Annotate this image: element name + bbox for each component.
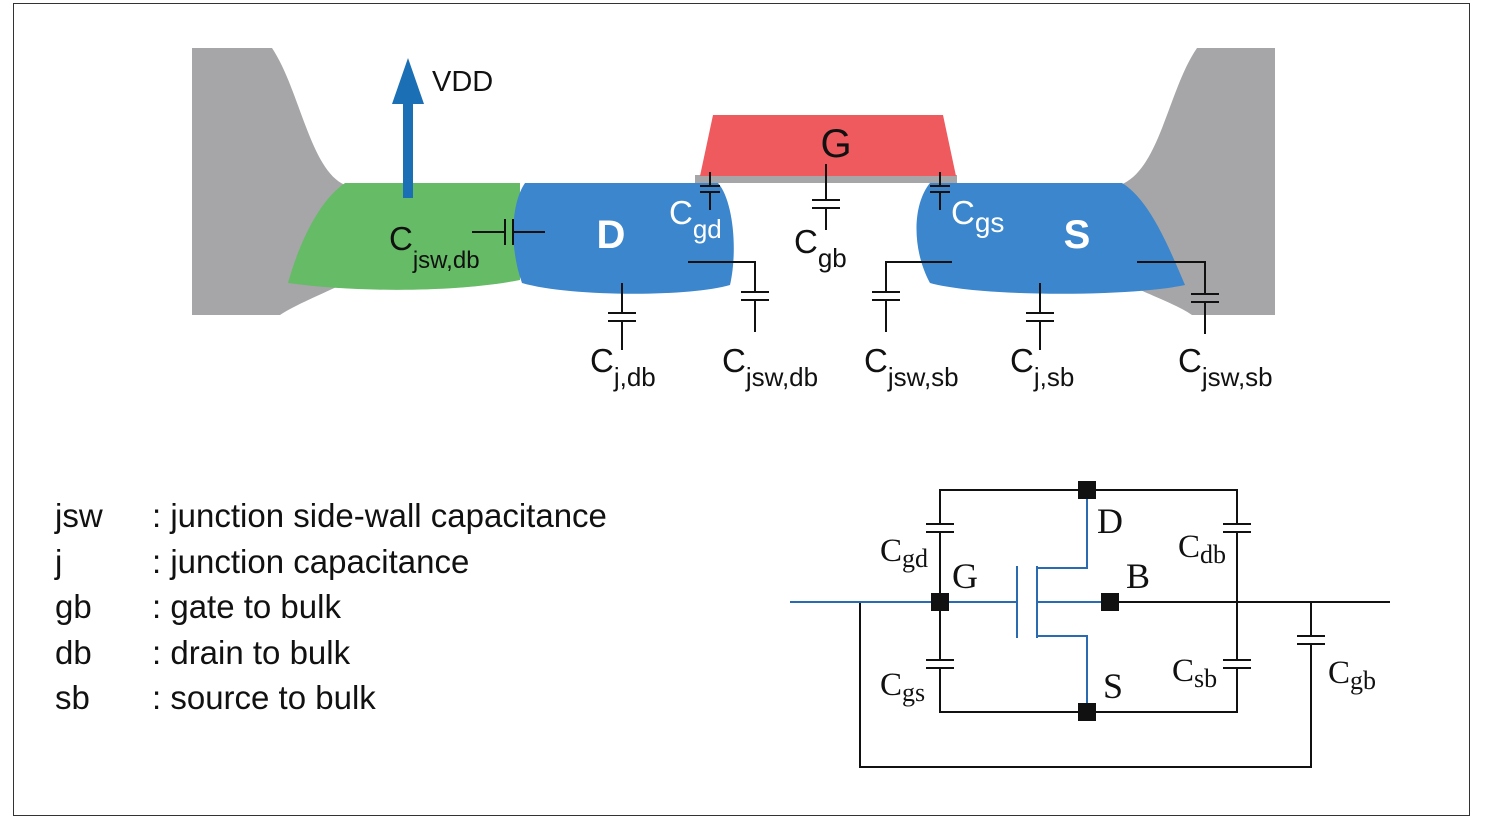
node-s-terminal xyxy=(1078,703,1096,721)
gate-region xyxy=(700,115,956,176)
legend-desc: : gate to bulk xyxy=(152,588,341,625)
schematic-wiring xyxy=(790,489,1390,768)
legend-desc: : junction side-wall capacitance xyxy=(152,497,607,534)
vdd-label: VDD xyxy=(432,66,493,98)
cap-cj-db-symbol xyxy=(608,283,636,350)
cap-cjsw-db-symbol xyxy=(688,261,769,332)
legend-term: sb xyxy=(55,679,90,716)
cap-cjsw-sb-label: Cjsw,sb xyxy=(864,342,959,392)
cap-cgb-symbol xyxy=(812,164,840,230)
cap-cjsw-sb-symbol xyxy=(872,261,952,332)
drain-label: D xyxy=(597,213,626,257)
cap-cjsw-db-left-label: Cjsw,db xyxy=(389,220,480,274)
source-label: S xyxy=(1064,213,1091,257)
sch-cdb-label: Cdb xyxy=(1178,529,1226,569)
cap-cjsw-sb-right-label: Cjsw,sb xyxy=(1178,342,1273,392)
node-s-label: S xyxy=(1103,666,1123,706)
cap-cgb-label: Cgb xyxy=(794,223,847,273)
source-diffusion xyxy=(916,183,1185,294)
legend-desc: : source to bulk xyxy=(152,679,376,716)
legend-desc: : junction capacitance xyxy=(152,542,470,580)
cap-cgs-label: Cgs xyxy=(951,194,1004,238)
sch-cgs-label: Cgs xyxy=(880,667,925,707)
cap-cgd-label: Cgd xyxy=(669,194,722,244)
cap-cj-db-label: Cj,db xyxy=(590,342,656,392)
cap-cgd-symbol xyxy=(700,172,720,210)
legend-term: jsw xyxy=(55,497,103,534)
cap-cgs-symbol xyxy=(930,172,950,210)
drain-diffusion xyxy=(513,183,734,294)
legend-row: sb : source to bulk xyxy=(55,675,607,721)
legend-row: db : drain to bulk xyxy=(55,630,607,676)
legend-term: j xyxy=(55,542,63,580)
node-g-terminal xyxy=(931,593,949,611)
gate-label: G xyxy=(820,122,851,166)
cap-cj-sb-symbol xyxy=(1026,283,1054,350)
sch-csb-label: Csb xyxy=(1172,653,1217,693)
cap-cjsw-db-label: Cjsw,db xyxy=(722,342,818,392)
node-d-label: D xyxy=(1097,501,1123,541)
node-b-label: B xyxy=(1126,556,1150,596)
cap-cjsw-db-left-symbol xyxy=(472,219,545,245)
legend-term: db xyxy=(55,633,92,671)
legend-row: jsw : junction side-wall capacitance xyxy=(55,493,607,539)
sch-cgb-label: Cgb xyxy=(1328,655,1376,695)
node-g-label: G xyxy=(952,556,978,596)
sch-cgd-label: Cgd xyxy=(880,533,928,573)
cap-cj-sb-label: Cj,sb xyxy=(1010,342,1074,392)
legend-row: j : junction capacitance xyxy=(55,539,607,585)
node-d-terminal xyxy=(1078,481,1096,499)
legend-term: gb xyxy=(55,588,92,625)
well-contact-region xyxy=(288,183,520,290)
vdd-arrow xyxy=(392,58,424,198)
legend-desc: : drain to bulk xyxy=(152,633,351,671)
legend-row: gb : gate to bulk xyxy=(55,584,607,630)
node-b-terminal xyxy=(1101,593,1119,611)
abbreviation-legend: jsw : junction side-wall capacitance j : j… xyxy=(55,493,607,721)
cap-cjsw-sb-right-symbol xyxy=(1137,261,1219,334)
